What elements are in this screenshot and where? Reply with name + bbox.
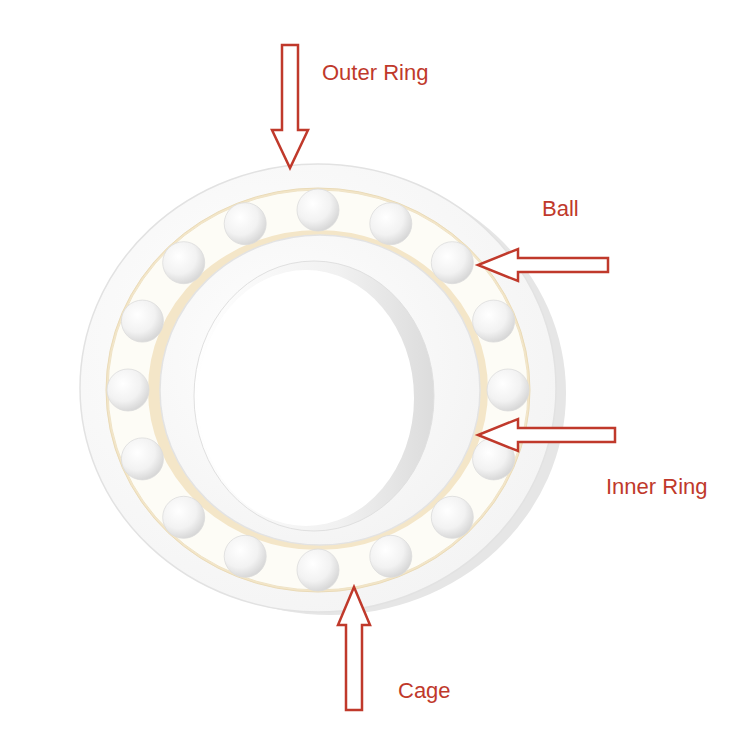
- ball: [370, 203, 412, 245]
- ball: [473, 300, 515, 342]
- ball: [163, 242, 205, 284]
- arrow-outer-ring: [272, 45, 308, 168]
- ball: [121, 300, 163, 342]
- cage: [128, 210, 508, 570]
- part-label: Outer Ring: [322, 60, 428, 86]
- ball: [431, 496, 473, 538]
- cage-edge: [108, 190, 528, 590]
- ball: [224, 535, 266, 577]
- part-label: Ball: [542, 196, 579, 222]
- ball: [297, 549, 339, 591]
- raceway: [106, 188, 530, 592]
- ball: [224, 203, 266, 245]
- bore-opening: [198, 270, 414, 526]
- arrow-ball: [478, 249, 608, 281]
- ball: [163, 496, 205, 538]
- ball: [487, 369, 529, 411]
- arrow-inner-ring: [478, 419, 615, 451]
- balls: [107, 189, 529, 591]
- ball: [431, 242, 473, 284]
- inner-ring: [160, 235, 480, 545]
- part-label: Cage: [398, 678, 451, 704]
- bore: [194, 261, 434, 531]
- part-label: Inner Ring: [606, 474, 708, 500]
- ball: [370, 535, 412, 577]
- ball: [107, 369, 149, 411]
- arrow-cage: [338, 587, 370, 710]
- ball: [297, 189, 339, 231]
- outer-ring: [80, 164, 556, 612]
- ball: [121, 438, 163, 480]
